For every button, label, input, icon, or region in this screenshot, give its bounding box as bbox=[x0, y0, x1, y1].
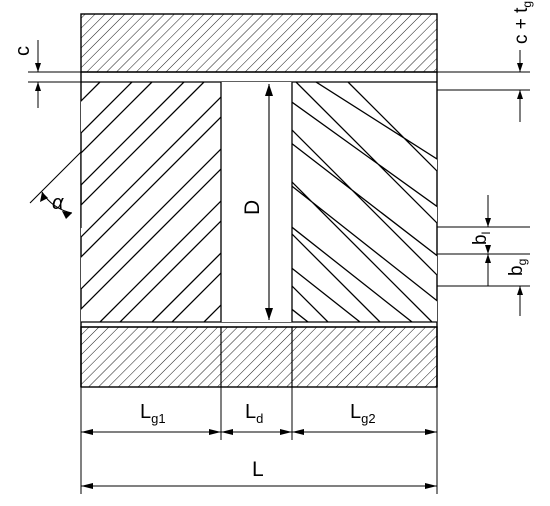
left-groove-field bbox=[81, 82, 221, 322]
label-Lg2: Lg2 bbox=[350, 401, 376, 426]
dimension-c-tg: c + tg bbox=[437, 1, 534, 122]
dimension-lengths: Lg1 Ld Lg2 L bbox=[80, 387, 438, 494]
label-b-g: bg bbox=[506, 259, 529, 276]
label-Ld: Ld bbox=[245, 401, 263, 426]
dimension-c: c bbox=[12, 40, 81, 108]
right-groove-field bbox=[292, 82, 437, 322]
dimension-bl-bg: bl bg bbox=[437, 195, 530, 316]
label-alpha: α bbox=[52, 192, 64, 214]
label-Lg1: Lg1 bbox=[140, 401, 166, 426]
label-L: L bbox=[252, 458, 264, 481]
bottom-wall bbox=[80, 326, 438, 388]
label-D: D bbox=[241, 200, 264, 215]
groove-angle-alpha: α bbox=[29, 151, 82, 228]
top-wall bbox=[80, 13, 438, 73]
label-c-plus-tg: c + tg bbox=[511, 1, 534, 44]
label-b-l: bl bbox=[470, 232, 493, 245]
label-c: c bbox=[12, 46, 34, 56]
smooth-dam-region bbox=[220, 82, 293, 322]
dimension-D: D bbox=[241, 84, 273, 320]
